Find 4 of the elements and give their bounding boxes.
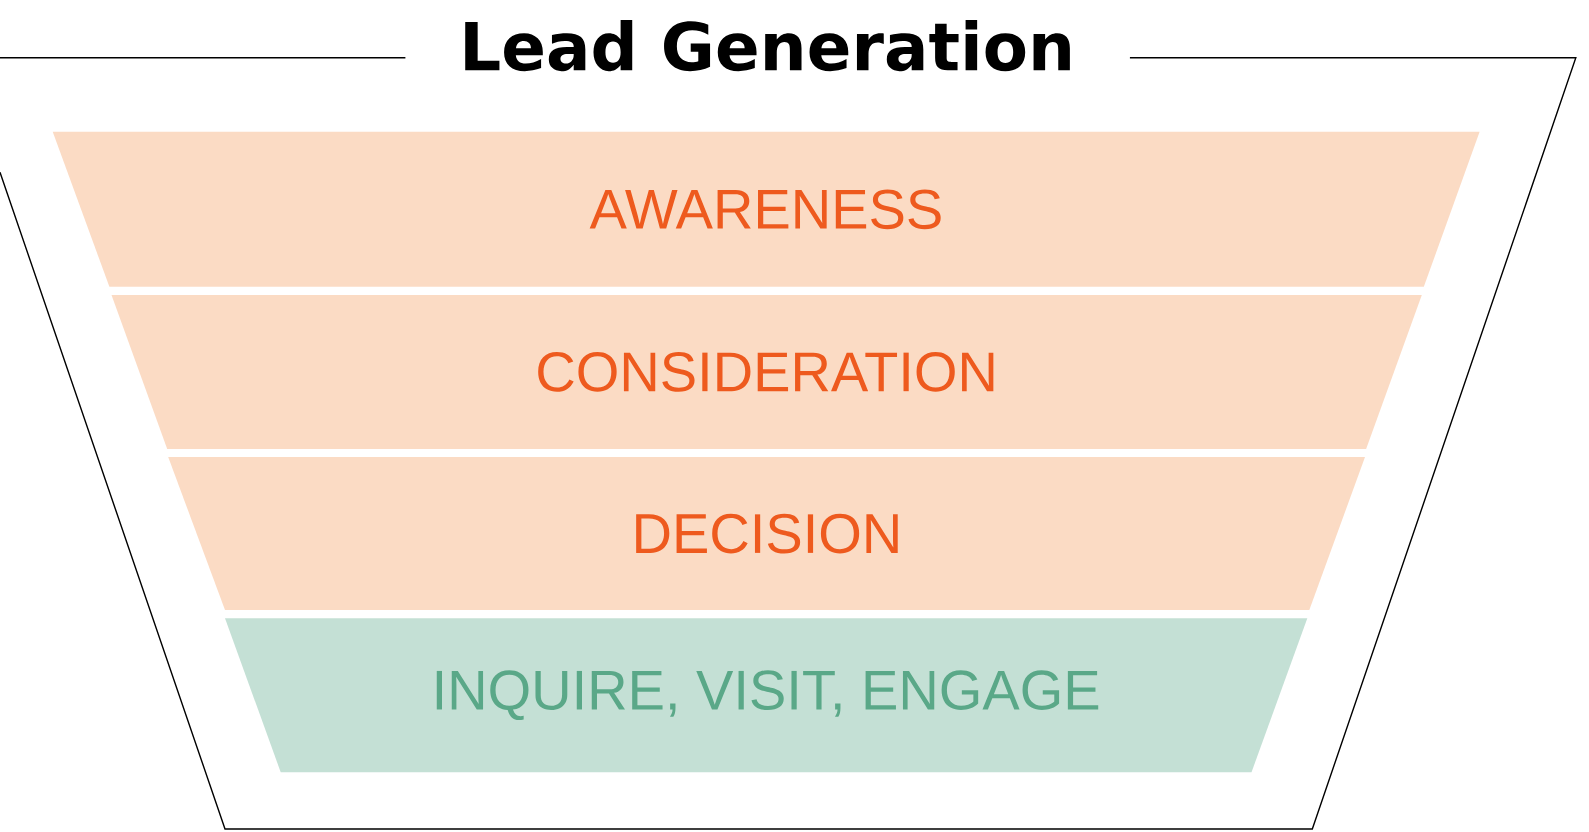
funnel-band: AWARENESS	[52, 131, 1480, 287]
funnel-band: CONSIDERATION	[111, 294, 1422, 449]
funnel-band: INQUIRE, VISIT, ENGAGE	[225, 618, 1308, 773]
funnel-band: DECISION	[168, 457, 1365, 611]
